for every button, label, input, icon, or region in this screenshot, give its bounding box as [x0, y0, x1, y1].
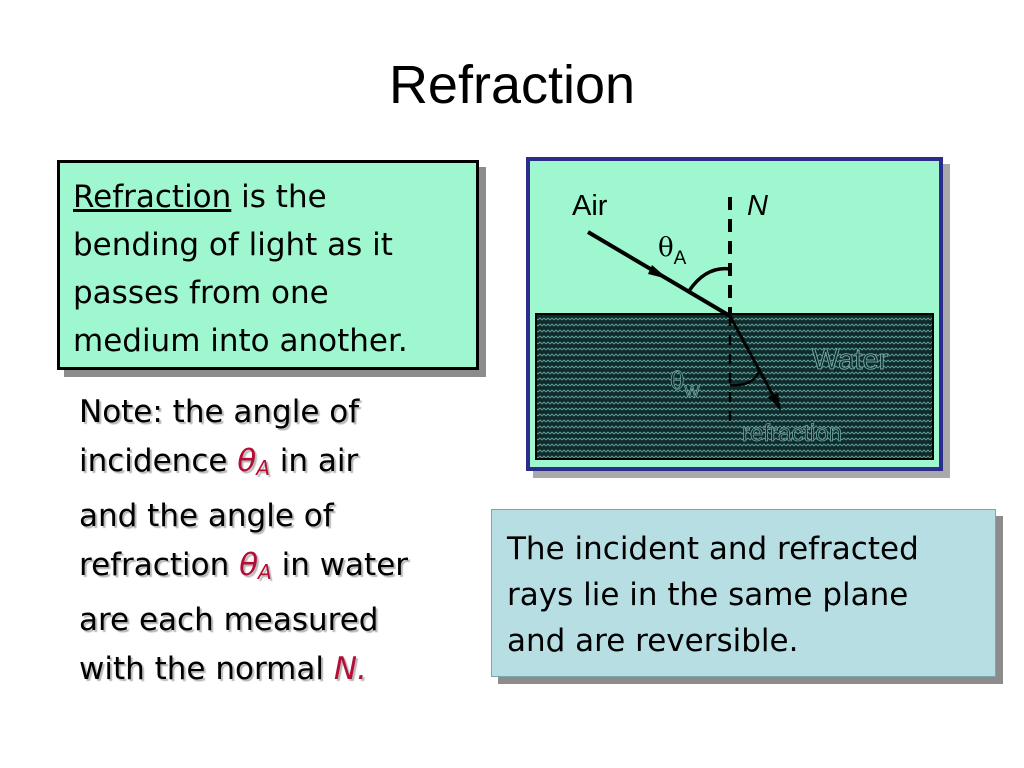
refracted-ray	[728, 315, 778, 402]
summary-line-3: and are reversible.	[507, 623, 799, 659]
air-label: Air	[572, 190, 608, 222]
normal-symbol: N.	[333, 650, 367, 687]
refraction-diagram-svg: Air N θA Water θW refraction	[535, 190, 934, 460]
theta-a-symbol: θA	[237, 442, 270, 480]
note-text: incidence	[79, 442, 238, 479]
note-line-3: and the angle of	[79, 498, 334, 534]
note-text: with the normal	[79, 650, 334, 687]
theta-w-arc	[729, 368, 762, 387]
definition-line-1: Refraction is the	[73, 173, 464, 221]
theta-a-label: θA	[658, 233, 687, 269]
note-line-4: refraction θA in water	[79, 541, 499, 597]
summary-line-1: The incident and refracted	[507, 531, 919, 567]
definition-line-3: passes from one	[73, 275, 329, 311]
theta-symbol: θA	[239, 546, 272, 584]
refracted-ray-arrowhead	[768, 393, 781, 411]
note-text: in water	[271, 546, 409, 583]
water-label: Water	[812, 344, 889, 376]
summary-line-2: rays lie in the same plane	[507, 577, 909, 613]
refraction-diagram: Air N θA Water θW refraction	[526, 157, 943, 471]
incident-ray-arrowhead	[648, 265, 668, 279]
note-text: in air	[269, 442, 359, 479]
normal-label: N	[747, 190, 768, 222]
note-line-6: with the normal N.	[79, 645, 499, 694]
angle-note: Note: the angle of incidence θA in air a…	[79, 388, 499, 693]
note-line-5: are each measured	[79, 602, 379, 638]
slide-title: Refraction	[388, 55, 636, 115]
definition-rest: is the	[231, 179, 327, 215]
definition-term: Refraction	[73, 179, 232, 215]
note-text: refraction	[79, 546, 240, 583]
definition-line-2: bending of light as it	[73, 227, 393, 263]
refraction-label: refraction	[742, 420, 842, 447]
water-region	[535, 313, 934, 460]
definition-box: Refraction is the bending of light as it…	[57, 160, 479, 370]
note-line-2: incidence θA in air	[79, 437, 499, 493]
theta-w-label: θW	[670, 367, 700, 401]
note-line-1: Note: the angle of	[79, 394, 360, 430]
reversibility-box: The incident and refracted rays lie in t…	[491, 509, 996, 677]
theta-a-arc	[687, 266, 731, 293]
definition-line-4: medium into another.	[73, 323, 408, 359]
